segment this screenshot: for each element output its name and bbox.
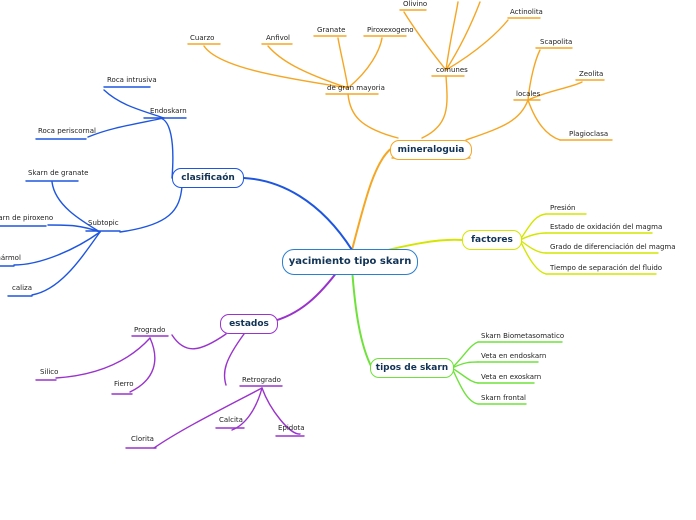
leaf-actinolita[interactable]: Actinolita — [510, 8, 543, 16]
leaf-zeolita[interactable]: Zeolita — [579, 70, 604, 78]
leaf-silico[interactable]: Silico — [40, 368, 59, 376]
leaf-separacion[interactable]: Tiempo de separación del fluido — [550, 264, 663, 272]
topic-mineraloguia[interactable]: mineraloguia — [390, 140, 472, 160]
leaf-roca-periscornal[interactable]: Roca periscornal — [38, 127, 96, 135]
leaf-plagioclasa[interactable]: Plagioclasa — [569, 130, 609, 138]
tipos-connectors — [351, 267, 563, 405]
topic-estados[interactable]: estados — [220, 314, 278, 334]
leaf-granate[interactable]: Granate — [317, 26, 346, 34]
leaf-diferenciacion[interactable]: Grado de diferenciación del magma — [550, 243, 676, 251]
group-endoskarn[interactable]: Endoskarn — [150, 107, 187, 115]
group-comunes[interactable]: comunes — [436, 66, 468, 74]
group-subtopic[interactable]: Subtopic — [88, 219, 119, 227]
leaf-skarn-granate[interactable]: Skarn de granate — [28, 169, 89, 177]
leaf-epidota[interactable]: Epidota — [278, 424, 305, 432]
leaf-piroxexogeno[interactable]: Piroxexogeno — [367, 26, 414, 34]
clasificacion-connectors — [0, 86, 353, 297]
group-retrogrado[interactable]: Retrogrado — [242, 376, 281, 384]
leaf-clorita[interactable]: Clorita — [131, 435, 154, 443]
leaf-exoskarn-vein[interactable]: Veta en exoskarn — [481, 373, 542, 381]
leaf-anfivol[interactable]: Anfivol — [266, 34, 291, 42]
leaf-biometasomatico[interactable]: Skarn Biometasomatico — [481, 332, 565, 340]
leaf-roca-intrusiva[interactable]: Roca intrusiva — [107, 76, 157, 84]
group-mayoria[interactable]: de gran mayoria — [327, 84, 385, 92]
leaf-endoskarn-vein[interactable]: Veta en endoskarn — [481, 352, 547, 360]
leaf-fierro[interactable]: Fierro — [114, 380, 134, 388]
leaf-calcita[interactable]: Calcita — [219, 416, 243, 424]
leaf-skarn-frontal[interactable]: Skarn frontal — [481, 394, 526, 402]
leaf-marmol[interactable]: mármol — [0, 254, 21, 262]
leaf-presion[interactable]: Presión — [550, 204, 576, 212]
leaf-olivino[interactable]: Olivino — [403, 0, 428, 8]
estados-connectors — [35, 267, 341, 449]
central-topic[interactable]: yacimiento tipo skarn — [282, 249, 418, 275]
mineraloguia-connectors — [187, 1, 613, 251]
leaf-scapolita[interactable]: Scapolita — [540, 38, 573, 46]
leaf-skarn-piroxeno[interactable]: Skarn de piroxeno — [0, 214, 54, 222]
topic-factores[interactable]: factores — [462, 230, 522, 250]
leaf-cuarzo[interactable]: Cuarzo — [190, 34, 215, 42]
topic-tipos-de-skarn[interactable]: tipos de skarn — [370, 358, 454, 378]
topic-clasificacion[interactable]: clasificaón — [172, 168, 244, 188]
group-progrado[interactable]: Progrado — [134, 326, 166, 334]
leaf-caliza[interactable]: caliza — [12, 284, 32, 292]
group-locales[interactable]: locales — [516, 90, 541, 98]
leaf-oxidacion[interactable]: Estado de oxidación del magma — [550, 223, 663, 231]
